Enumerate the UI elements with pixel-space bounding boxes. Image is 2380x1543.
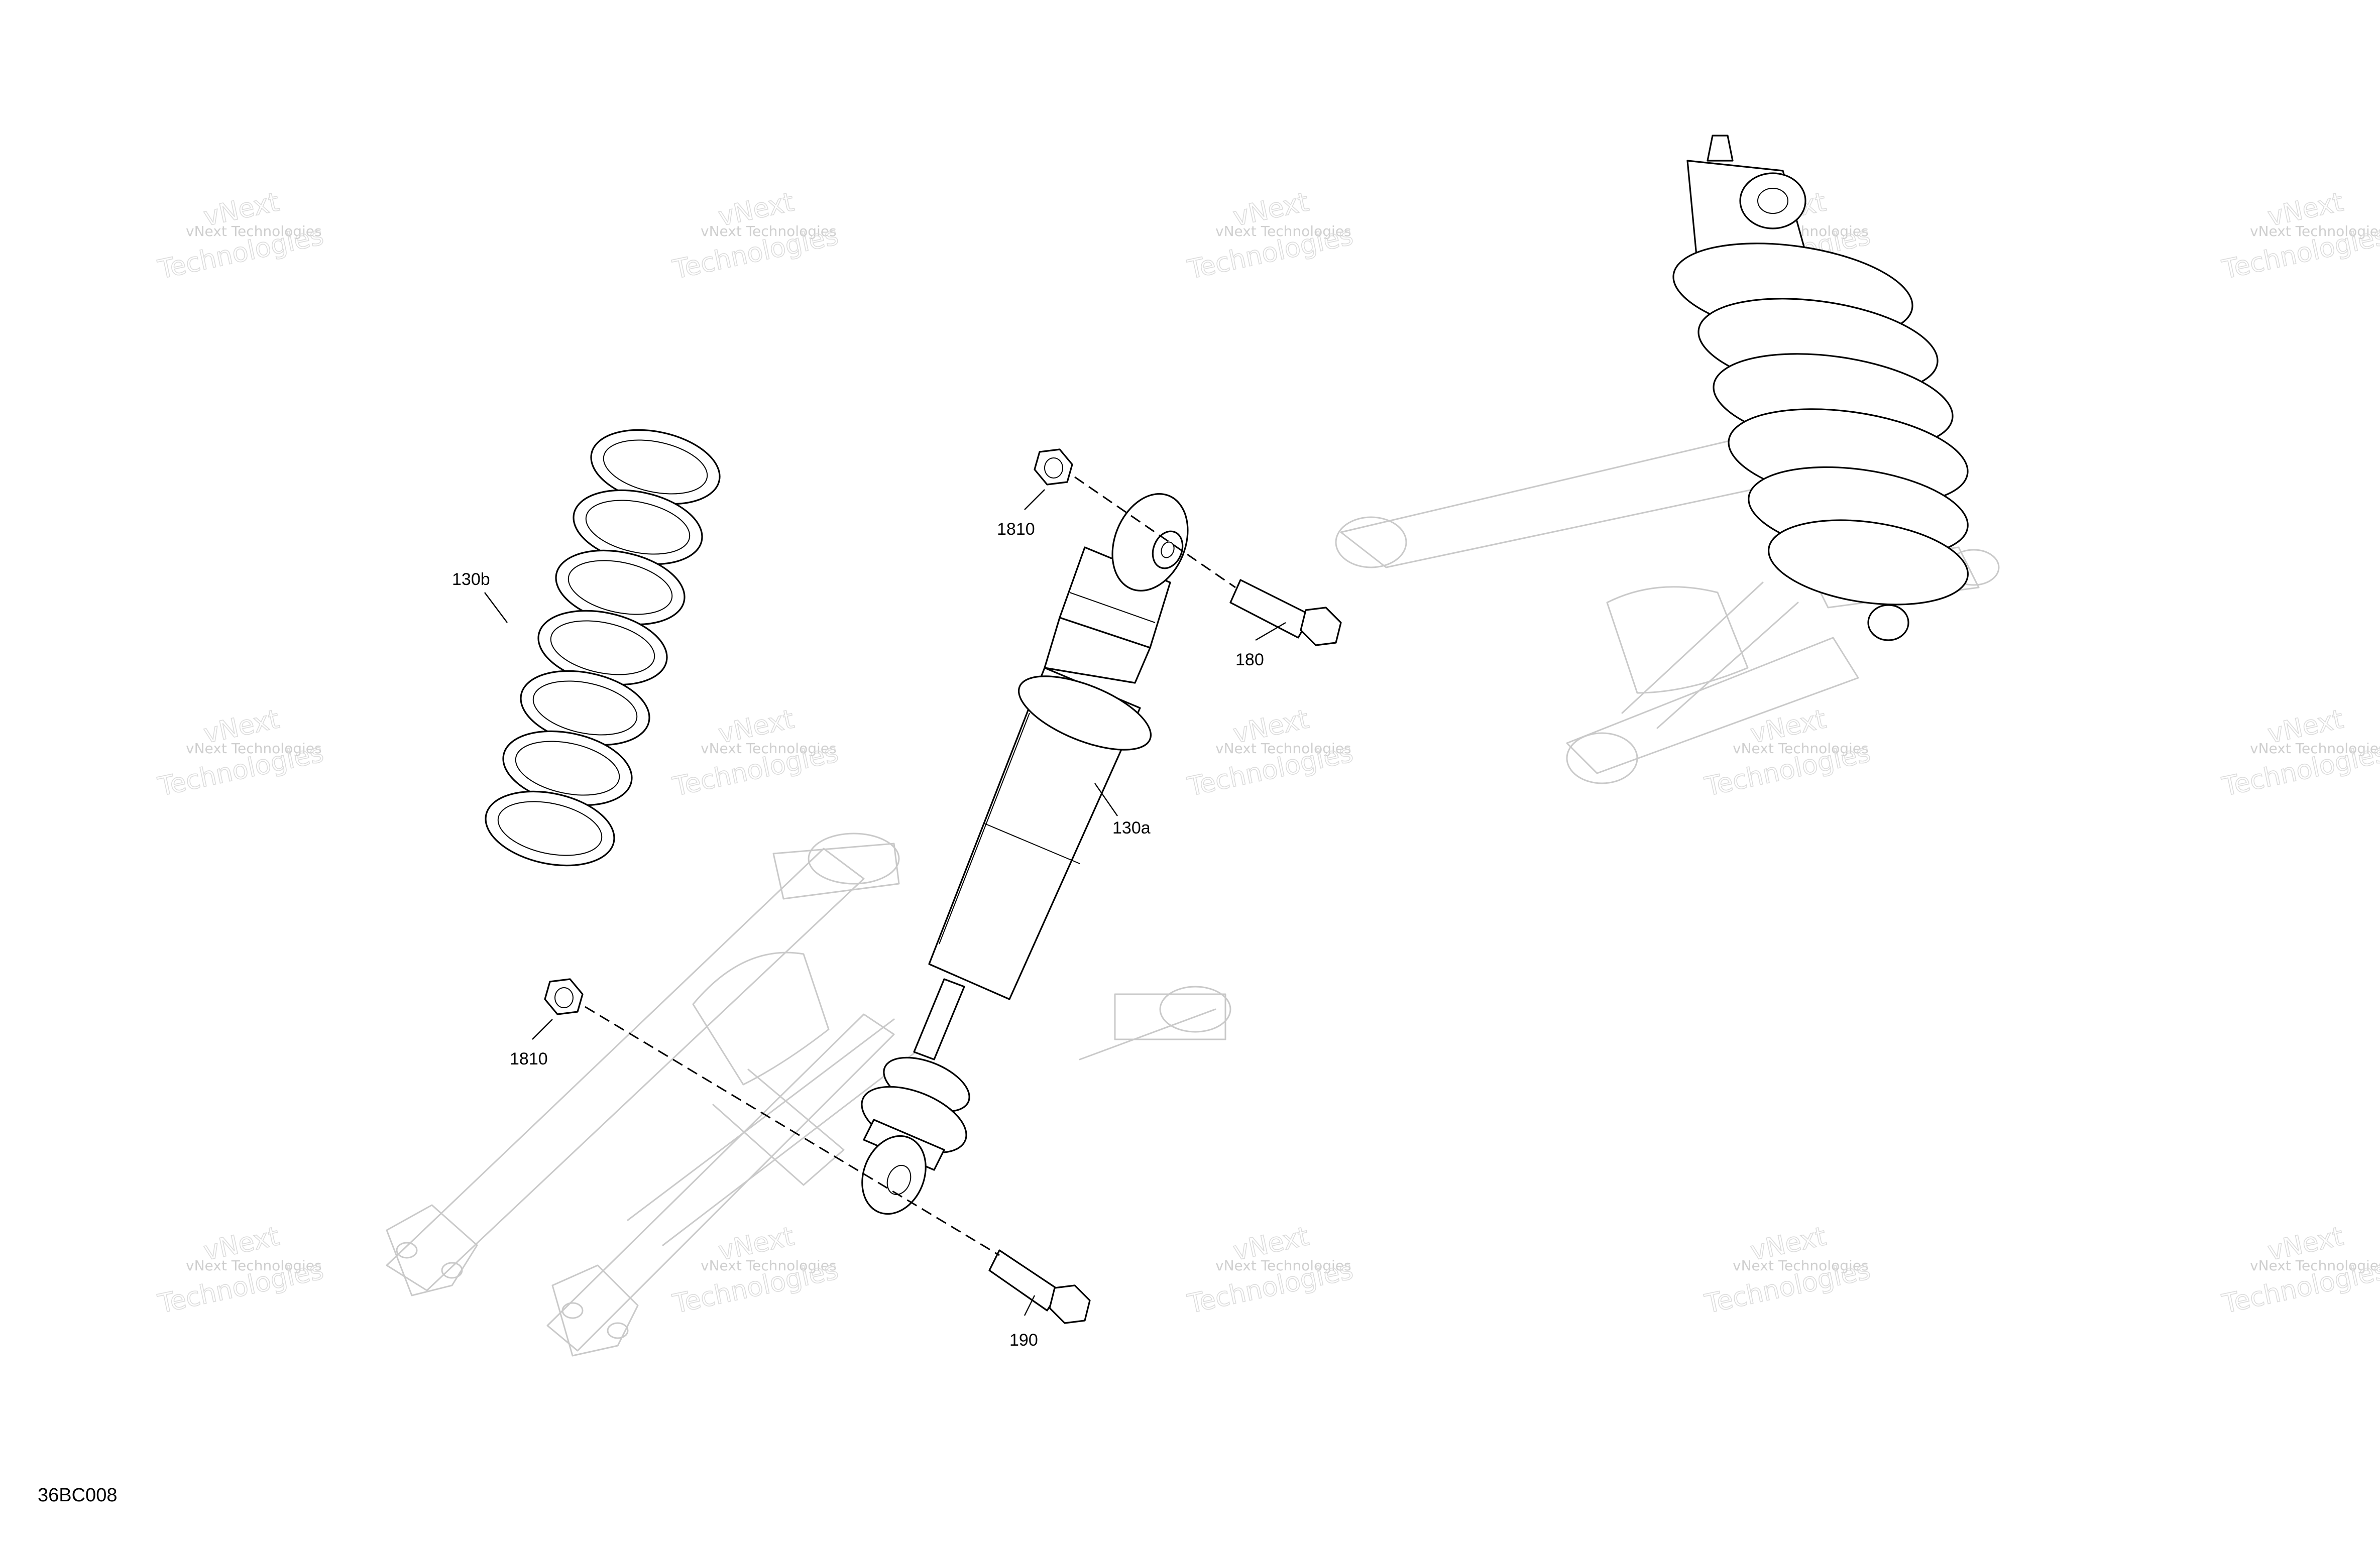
watermark: vNext Technologies vNext Technologies [669,187,841,286]
watermark-text: vNext Technologies [701,740,837,757]
callout-spring: 130b [452,570,490,589]
watermark-text: vNext Technologies [186,1257,322,1274]
watermark: vNext Technologies vNext Technologies [1184,704,1356,803]
watermark-text: vNext Technologies [1215,740,1351,757]
leader-line [1255,622,1286,641]
watermark: vNext Technologies vNext Technologies [1702,704,1873,803]
watermark: vNext Technologies vNext Technologies [1702,1221,1873,1320]
watermark-text: vNext Technologies [2250,223,2380,240]
callout-bolt-top: 180 [1235,650,1264,669]
watermark-text: vNext Technologies [2250,1257,2380,1274]
watermark: vNext Technologies vNext Technologies [155,1221,326,1320]
assembly-axis [1074,476,1236,588]
coil-spring-icon [485,429,721,867]
swing-arm-icon [386,833,1231,1357]
watermark-text: vNext Technologies [186,740,322,757]
watermark: vNext Technologies vNext Technologies [669,704,841,803]
leader-line [1024,489,1045,510]
assembly-axis [585,1006,1000,1256]
watermark-text: vNext Technologies [1733,740,1869,757]
watermark-text: vNext Technologies [701,223,837,240]
flange-bolt-icon [1229,579,1342,646]
watermark: vNext Technologies vNext Technologies [2219,187,2380,286]
watermark-text: vNext Technologies [2250,740,2380,757]
leader-line [1024,1295,1036,1316]
shock-absorber-icon [861,493,1189,1215]
callout-bolt-bottom: 190 [1009,1331,1038,1350]
watermark: vNext Technologies vNext Technologies [155,704,326,803]
watermark: vNext Technologies vNext Technologies [155,187,326,286]
watermark: vNext Technologies vNext Technologies [669,1221,841,1320]
leader-line [1094,783,1118,816]
watermark: vNext Technologies vNext Technologies [1184,187,1356,286]
watermark-text: vNext Technologies [1215,223,1351,240]
watermark: vNext Technologies vNext Technologies [1184,1221,1356,1320]
figure-code: 36BC008 [38,1485,117,1506]
watermark-text: vNext Technologies [1215,1257,1351,1274]
leader-line [484,592,508,623]
flange-nut-icon [544,978,584,1015]
watermark-text: vNext Technologies [186,223,322,240]
callout-shock-body: 130a [1112,818,1151,838]
watermark: vNext Technologies vNext Technologies [2219,1221,2380,1320]
watermark-text: vNext Technologies [1733,1257,1869,1274]
shock-assembly-icon [1672,135,1969,641]
callout-nut-bottom: 1810 [510,1049,548,1069]
watermark-layer: vNext Technologies vNext Technologies vN… [155,187,2380,1320]
callout-nut-top: 1810 [997,520,1035,539]
flange-bolt-icon [988,1249,1091,1324]
leader-line [532,1019,553,1040]
flange-nut-icon [1034,448,1073,486]
watermark-text: vNext Technologies [701,1257,837,1274]
watermark: vNext Technologies vNext Technologies [2219,704,2380,803]
